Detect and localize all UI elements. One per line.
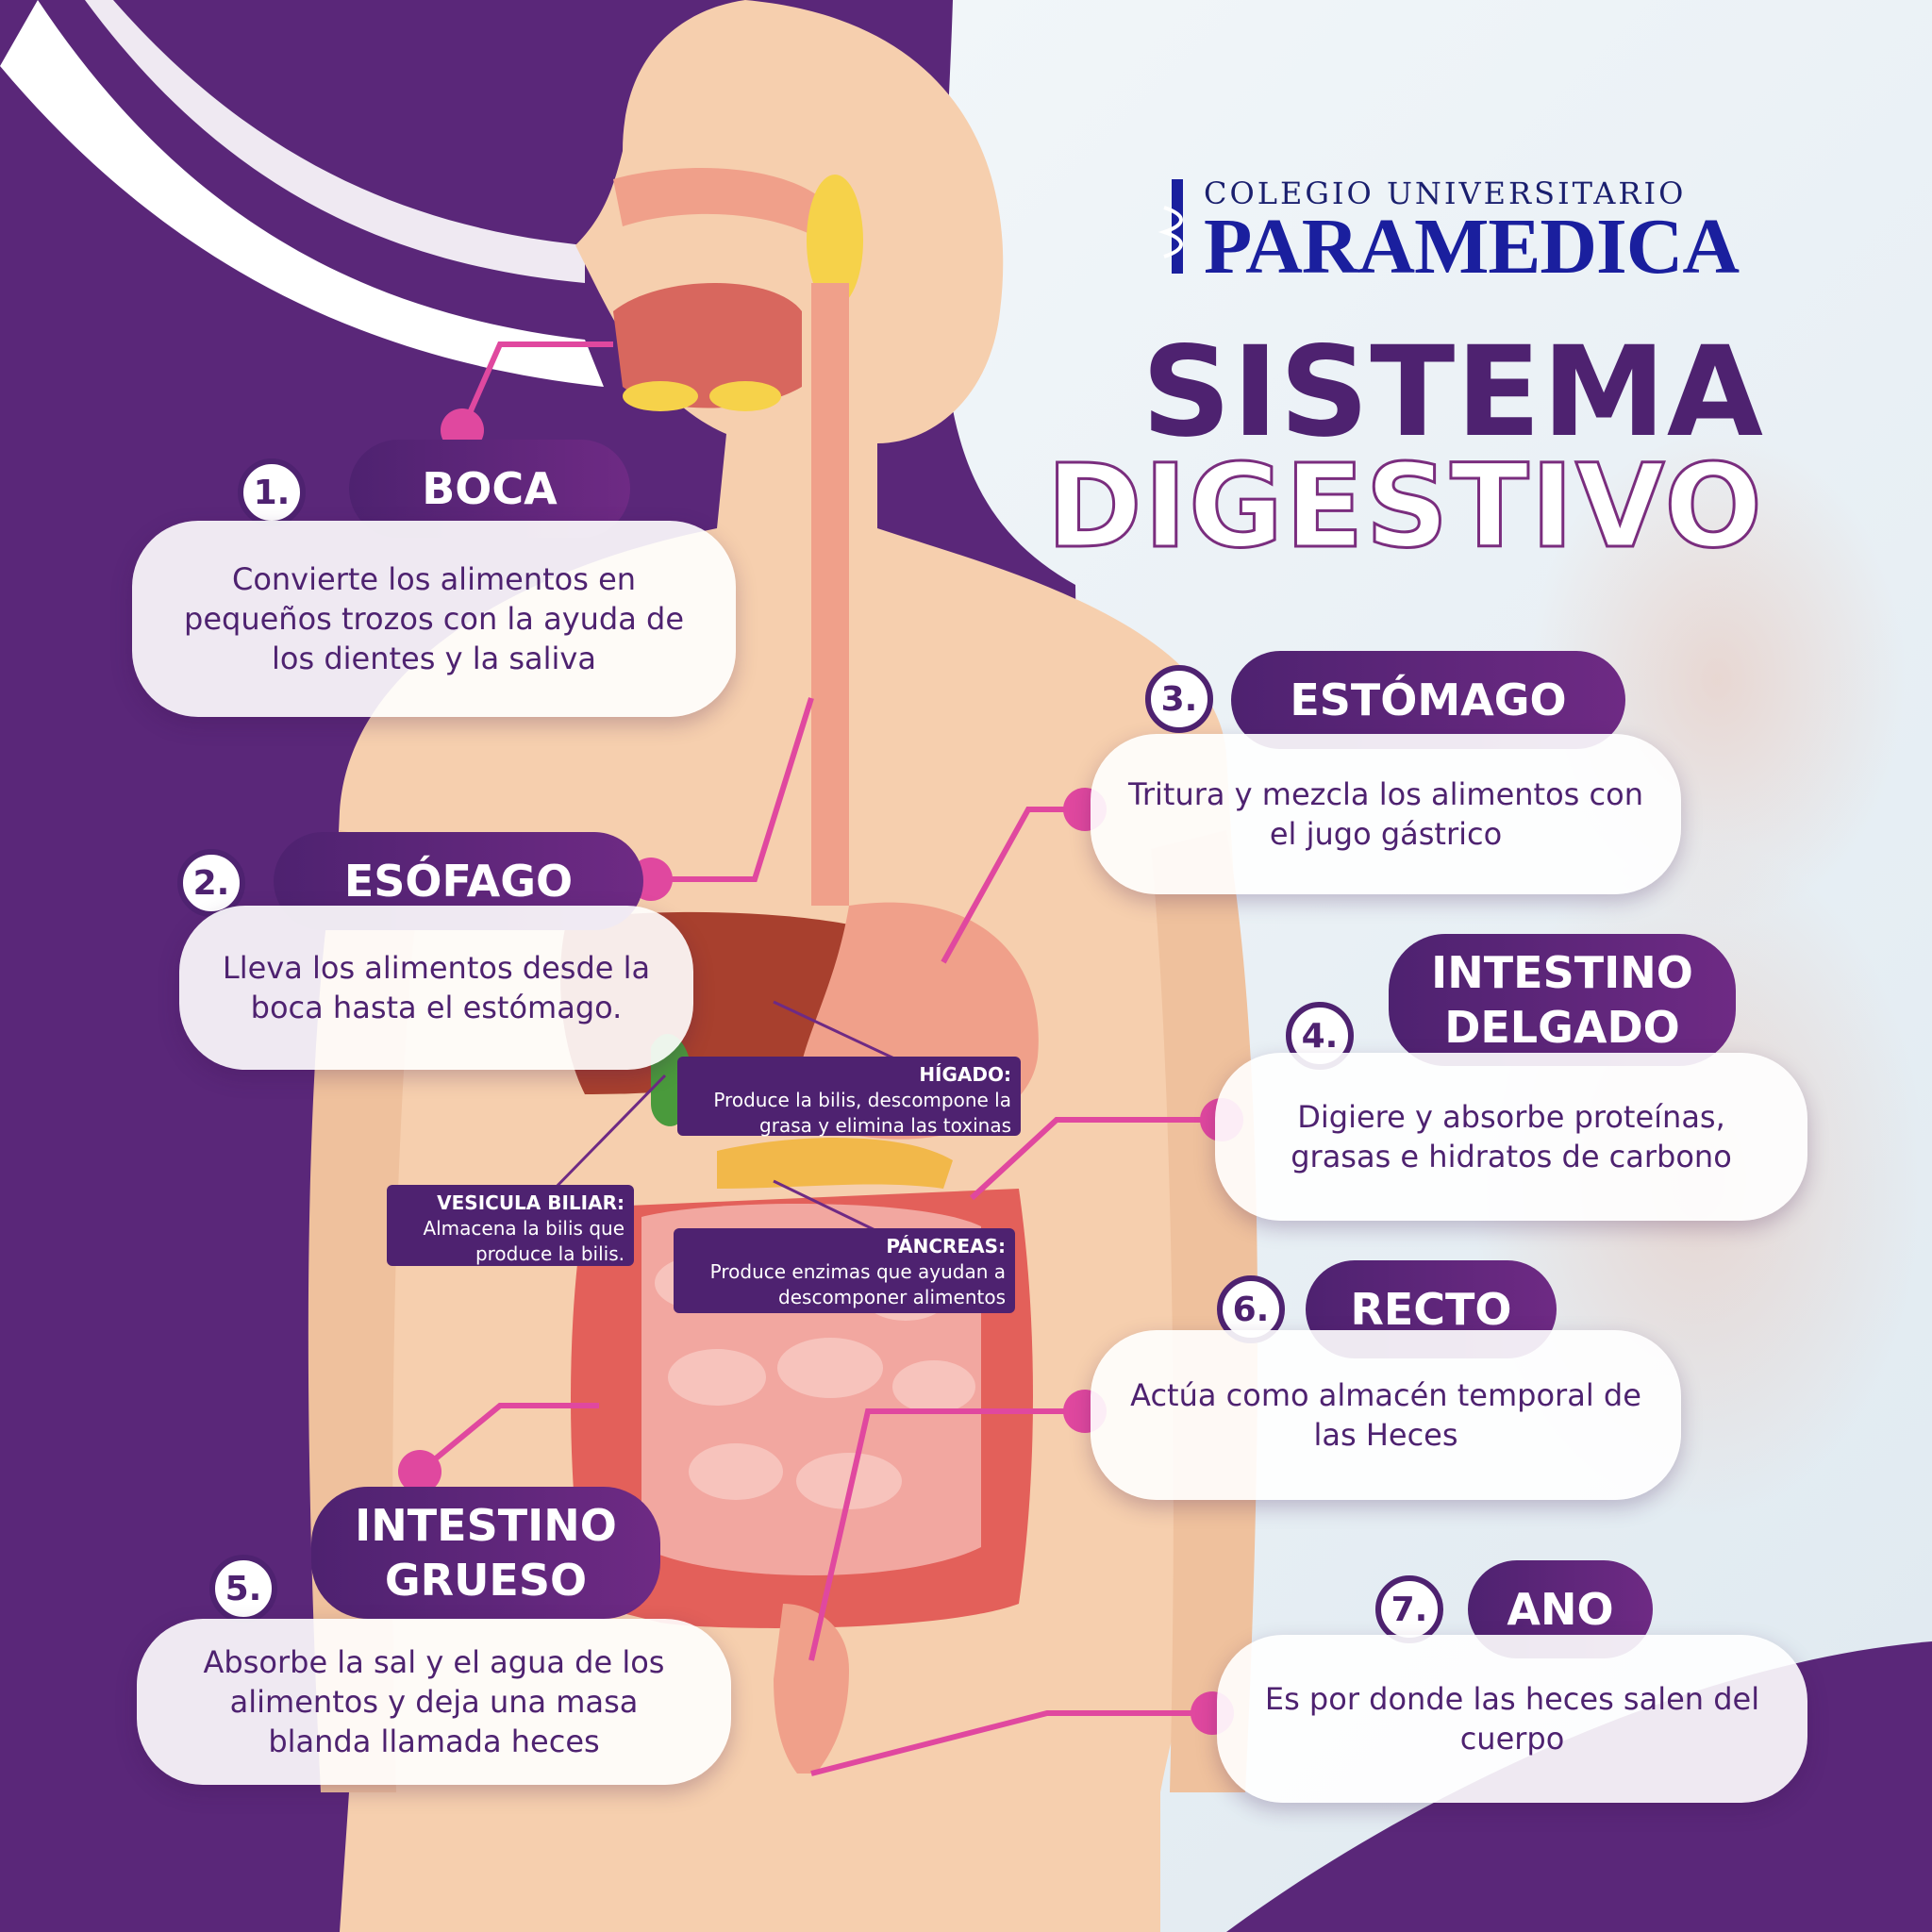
organ-description-intestino-delgado: Digiere y absorbe proteínas, grasas e hi… — [1215, 1053, 1807, 1221]
organ-number-boca: 1. — [238, 458, 306, 526]
organ-description-boca: Convierte los alimentos en pequeños troz… — [132, 521, 736, 717]
right-arm — [1151, 830, 1258, 1792]
annotation-pancreas: PÁNCREAS: Produce enzimas que ayudan a d… — [674, 1228, 1015, 1313]
parotid-gland — [807, 175, 863, 307]
annotation-vesicula-biliar: VESICULA BILIAR: Almacena la bilis que p… — [387, 1185, 634, 1266]
organ-number-ano: 7. — [1375, 1575, 1443, 1643]
esophagus-tube — [811, 283, 849, 906]
brand-name-line1: COLEGIO UNIVERSITARIO — [1204, 175, 1687, 211]
organ-description-esofago: Lleva los alimentos desde la boca hasta … — [179, 906, 693, 1070]
salivary-gland-lower — [623, 381, 698, 411]
organ-number-estomago: 3. — [1145, 665, 1213, 733]
brand-name-line2: PARAMEDICA — [1204, 203, 1740, 291]
organ-description-ano: Es por donde las heces salen del cuerpo — [1217, 1635, 1807, 1803]
organ-description-estomago: Tritura y mezcla los alimentos con el ju… — [1091, 734, 1681, 894]
brand-logo: COLEGIO UNIVERSITARIO PARAMEDICA — [1158, 175, 1762, 287]
caduceus-icon — [1158, 179, 1183, 274]
organ-number-intestino-grueso: 5. — [209, 1555, 277, 1623]
annotation-vesicula-text: Almacena la bilis que produce la bilis. — [423, 1217, 625, 1265]
connector-lines — [418, 341, 1222, 1776]
annotation-pancreas-heading: PÁNCREAS: — [886, 1235, 1006, 1257]
white-swoosh-inner — [85, 0, 585, 283]
annotation-higado-text: Produce la bilis, descompone la grasa y … — [713, 1089, 1011, 1137]
pancreas — [717, 1138, 953, 1189]
organ-description-intestino-grueso: Absorbe la sal y el agua de los alimento… — [137, 1619, 731, 1785]
annotation-higado: HÍGADO: Produce la bilis, descompone la … — [677, 1057, 1021, 1137]
title-line2: DIGESTIVO — [1045, 440, 1764, 574]
rectum — [774, 1604, 849, 1774]
title-line1: SISTEMA — [1141, 320, 1764, 465]
salivary-gland-lower-2 — [709, 381, 781, 411]
annotation-pancreas-text: Produce enzimas que ayudan a descomponer… — [709, 1260, 1006, 1308]
organ-label-estomago: ESTÓMAGO — [1231, 651, 1625, 749]
organ-label-intestino-delgado: INTESTINO DELGADO — [1389, 934, 1736, 1066]
white-swoosh — [0, 0, 604, 387]
annotation-higado-heading: HÍGADO: — [919, 1063, 1011, 1086]
organ-description-recto: Actúa como almacén temporal de las Heces — [1091, 1330, 1681, 1500]
annotation-vesicula-heading: VESICULA BILIAR: — [437, 1191, 625, 1214]
organ-label-intestino-grueso: INTESTINO GRUESO — [311, 1487, 660, 1619]
oral-cavity — [613, 283, 802, 408]
nasal-cavity — [613, 168, 840, 245]
annotation-leaders — [545, 1000, 911, 1238]
